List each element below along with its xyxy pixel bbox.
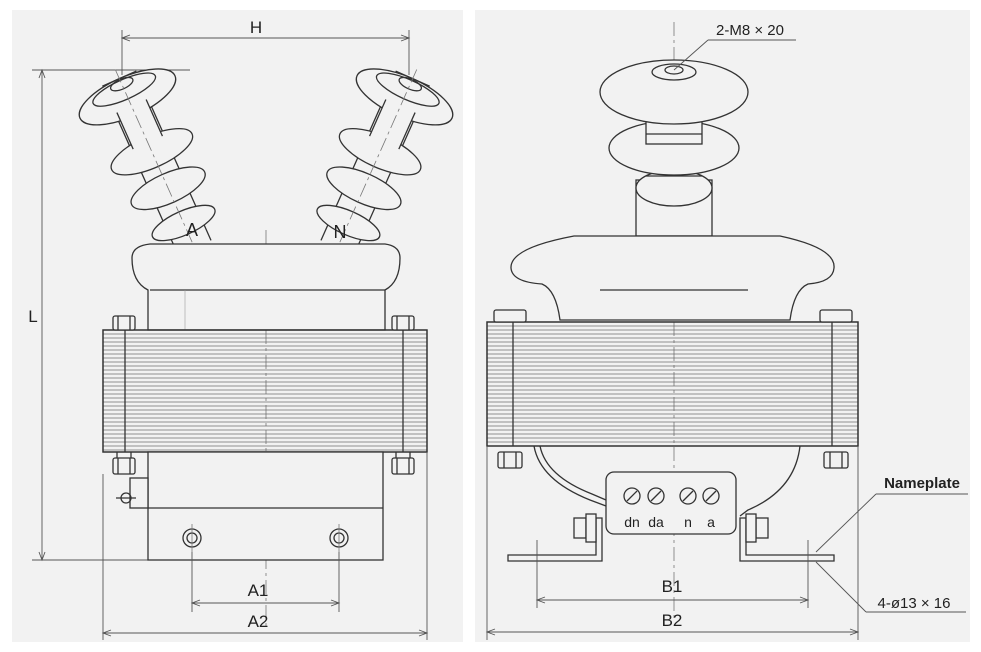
- front-bottom-bolts: [112, 452, 415, 475]
- terminal-a-label: A: [186, 220, 198, 240]
- front-top-bolts: [112, 315, 415, 331]
- mount-brackets: [507, 513, 835, 562]
- front-view: [32, 30, 454, 640]
- terminal-label-dn: dn: [624, 514, 640, 530]
- dim-a2: [101, 452, 429, 640]
- side-cable: [533, 445, 607, 507]
- terminal-box: [605, 471, 737, 535]
- bushing-n: [316, 68, 454, 256]
- side-bolts: [493, 309, 853, 469]
- nameplate-label: Nameplate: [884, 475, 960, 492]
- dim-h: [120, 30, 411, 75]
- side-view: [485, 22, 968, 640]
- dim-a2-label: A2: [248, 612, 269, 631]
- dim-b1-label: B1: [662, 577, 683, 596]
- leaders: [673, 39, 968, 613]
- front-lower-body: [147, 451, 384, 561]
- dim-b1: [535, 540, 810, 608]
- side-head: [510, 235, 835, 321]
- terminal-screws: [623, 487, 720, 505]
- dim-b2-label: B2: [662, 611, 683, 630]
- dim-h-label: H: [250, 18, 262, 37]
- side-bushing: [599, 59, 749, 237]
- terminal-n-label: N: [334, 222, 347, 242]
- front-core: [102, 329, 428, 453]
- dim-a1-label: A1: [248, 581, 269, 600]
- dim-l: [32, 68, 190, 562]
- front-head: [131, 243, 401, 331]
- side-lower-body: [739, 445, 801, 517]
- dim-a1: [190, 552, 341, 612]
- terminal-label-da: da: [648, 514, 664, 530]
- bushing-a: [78, 68, 216, 256]
- dim-l-label: L: [28, 307, 37, 326]
- dim-b2: [485, 446, 860, 640]
- side-core: [486, 321, 859, 447]
- terminal-label-n: n: [684, 514, 692, 530]
- front-base-bolts: [182, 524, 349, 552]
- mount-holes-label: 4-ø13 × 16: [878, 595, 951, 612]
- bolt-spec-label: 2-M8 × 20: [716, 22, 784, 39]
- terminal-label-a: a: [707, 514, 715, 530]
